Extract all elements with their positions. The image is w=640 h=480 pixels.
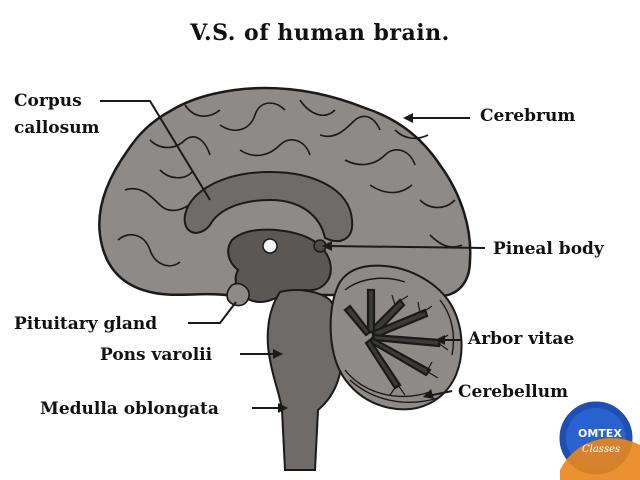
label-corpus-line2: callosum (14, 118, 100, 138)
label-corpus-line1: Corpus (14, 91, 82, 111)
cerebellum-folia (344, 277, 455, 404)
brainstem-shape (266, 289, 344, 471)
cerebrum-gyri (117, 99, 463, 267)
third-ventricle-shape (262, 238, 278, 254)
leader-lines (100, 100, 486, 409)
label-cerebellum: Cerebellum (458, 382, 569, 402)
label-medulla-oblongata: Medulla oblongata (40, 399, 219, 419)
omtex-logo: OMTEX Classes (556, 398, 640, 480)
arrow-heads (273, 113, 445, 413)
label-arbor-vitae: Arbor vitae (468, 329, 575, 349)
corpus-callosum-shape (183, 170, 354, 242)
logo-brand-text: OMTEX (578, 427, 622, 440)
label-pineal-body: Pineal body (493, 239, 604, 259)
label-pituitary-gland: Pituitary gland (14, 314, 158, 334)
logo-sub-text: Classes (582, 444, 620, 455)
diagram-title: V.S. of human brain. (190, 20, 450, 46)
label-cerebrum: Cerebrum (480, 106, 576, 126)
label-pons-varolii: Pons varolii (100, 345, 213, 365)
arbor-vitae-shape (343, 288, 442, 390)
arbor-vitae-branches (389, 294, 449, 396)
pituitary-gland-shape (226, 282, 250, 307)
